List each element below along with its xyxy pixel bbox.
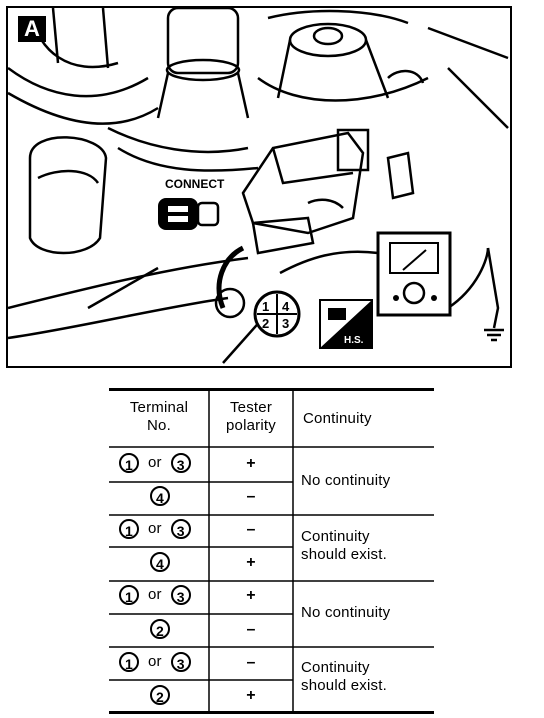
table-row-6-terminal: 2 [150,619,170,639]
table-row-8-terminal: 2 [150,685,170,705]
table-row-2-polarity: – [246,488,256,505]
table-row-5-polarity: + [246,587,256,604]
continuity-table: Terminal No. Tester polarity Continuity … [109,388,434,714]
engine-illustration: CONNECT 1 4 2 3 H.S. [8,8,509,364]
connector-icon [158,198,220,230]
connect-label: CONNECT [165,177,225,191]
table-row-7-polarity: – [246,654,256,671]
svg-text:1: 1 [262,299,269,314]
svg-text:3: 3 [282,316,289,331]
continuity-group-2: Continuity should exist. [301,528,387,563]
header-polarity: Tester polarity [226,399,276,434]
continuity-group-4: Continuity should exist. [301,659,387,694]
table-row-8-polarity: + [246,687,256,704]
table-row-3-polarity: – [246,521,256,538]
continuity-group-3: No continuity [301,604,391,621]
table-row-4-polarity: + [246,554,256,571]
table-row-2-terminal: 4 [150,486,170,506]
hs-badge: H.S. [319,299,373,349]
header-terminal: Terminal No. [129,399,189,434]
engine-figure: CONNECT 1 4 2 3 H.S. A [6,6,512,368]
table-row-1-polarity: + [246,455,256,472]
table-row-4-terminal: 4 [150,552,170,572]
header-continuity: Continuity [303,410,372,427]
continuity-group-1: No continuity [301,472,391,489]
table-row-6-polarity: – [246,621,256,638]
svg-text:2: 2 [262,316,269,331]
tester-meter [376,231,452,317]
terminal-connector-diagram: 1 4 2 3 [253,290,301,338]
figure-label: A [18,16,46,42]
svg-text:4: 4 [282,299,290,314]
table-grid [109,388,434,714]
hs-label: H.S. [344,335,364,346]
